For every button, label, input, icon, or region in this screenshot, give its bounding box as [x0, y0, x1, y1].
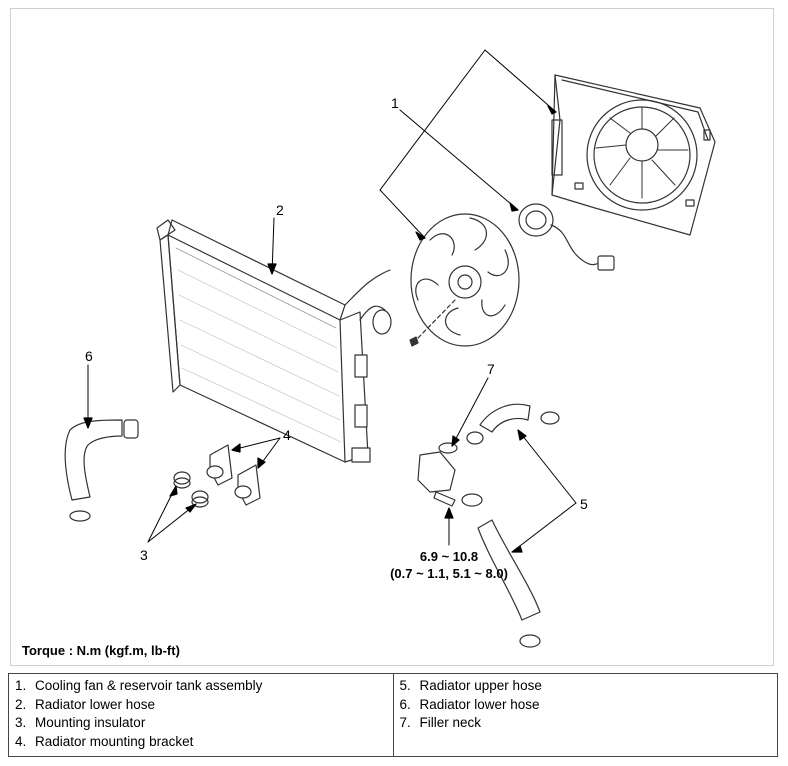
exploded-view-diagram [64, 49, 716, 648]
torque-spec-nm: 6.9 ~ 10.8 [419, 549, 479, 564]
fan-motor [518, 203, 615, 271]
filler-neck [417, 442, 458, 507]
callout-1: 1 [391, 95, 399, 111]
legend-label: Radiator lower hose [419, 696, 540, 712]
legend-item: 2. Radiator lower hose [15, 696, 387, 715]
callout-3: 3 [140, 547, 148, 563]
legend-item: 6. Radiator lower hose [400, 696, 772, 715]
leader-arrowheads [83, 105, 557, 553]
mounting-insulators [173, 471, 209, 508]
legend-number: 4. [15, 733, 27, 749]
hose-6 [64, 419, 139, 522]
legend-number: 1. [15, 678, 27, 693]
hose-5 [461, 403, 560, 648]
callout-2: 2 [276, 202, 284, 218]
legend-label: Cooling fan & reservoir tank assembly [35, 678, 263, 693]
callout-5: 5 [580, 496, 588, 512]
legend-number: 6. [399, 696, 411, 712]
torque-units-note: Torque : N.m (kgf.m, lb-ft) [22, 643, 180, 658]
legend-item: 4. Radiator mounting bracket [15, 733, 387, 752]
legend-number: 3. [15, 715, 27, 730]
legend-label: Filler neck [419, 715, 482, 730]
callout-4: 4 [283, 427, 291, 443]
legend-left-column: 1.Cooling fan & reservoir tank assembly … [8, 673, 394, 757]
legend-label: Radiator mounting bracket [35, 733, 194, 749]
legend-item: 1. Cooling fan & reservoir tank assembly [15, 677, 387, 696]
callout-7: 7 [487, 361, 495, 377]
legend-item: 3. Mounting insulator [15, 714, 387, 733]
legend-label: Radiator lower hose [35, 696, 156, 712]
legend-label: Radiator upper hose [419, 678, 542, 693]
fan-shroud [551, 74, 716, 236]
legend-number: 2. [15, 696, 27, 712]
fan-blade [409, 213, 520, 347]
torque-spec: 6.9 ~ 10.8 (0.7 ~ 1.1, 5.1 ~ 8.0) [354, 548, 544, 582]
legend-item: 5. Radiator upper hose [400, 677, 772, 696]
legend-item: 7. Filler neck [400, 714, 772, 733]
callout-6: 6 [85, 348, 93, 364]
legend-label: Mounting insulator [35, 715, 146, 730]
legend-number: 5. [399, 678, 411, 693]
radiator [156, 219, 392, 463]
legend-number: 7. [399, 715, 411, 730]
torque-spec-alt: (0.7 ~ 1.1, 5.1 ~ 8.0) [390, 566, 508, 581]
mounting-brackets [206, 444, 261, 506]
legend-right-column: 5. Radiator upper hose 6. Radiator lower h… [392, 673, 778, 757]
parts-legend-table: 1.Cooling fan & reservoir tank assembly … [8, 673, 778, 757]
